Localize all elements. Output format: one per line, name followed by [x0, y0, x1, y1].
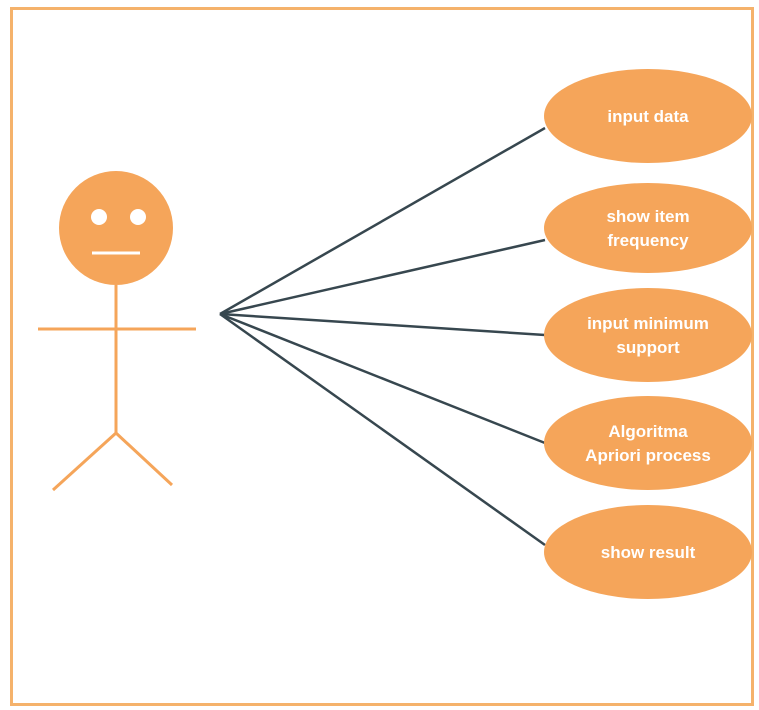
actor-head — [59, 171, 173, 285]
use-case-ellipse — [544, 505, 752, 599]
use-case-label: Algoritma — [608, 422, 688, 441]
use-case-input-data: input data — [544, 69, 752, 163]
use-case-ellipse — [544, 396, 752, 490]
connector-lines — [219, 126, 546, 547]
actor-left-eye — [91, 209, 107, 225]
connector-show-result — [219, 312, 546, 547]
use-case-ellipse — [544, 288, 752, 382]
connector-input-minimum-support — [219, 312, 546, 337]
use-case-show-result: show result — [544, 505, 752, 599]
use-case-label: show item — [606, 207, 689, 226]
use-case-label: Apriori process — [585, 446, 711, 465]
use-case-label: support — [616, 338, 680, 357]
connector-show-item-frequency — [219, 238, 546, 316]
use-case-ellipse — [544, 183, 752, 273]
use-case-input-minimum-support: input minimum support — [544, 288, 752, 382]
use-case-ellipse — [544, 69, 752, 163]
actor — [38, 171, 196, 492]
actor-right-leg — [114, 431, 174, 487]
use-cases: input data show item frequency input minimu… — [544, 69, 752, 599]
use-case-label: show result — [601, 543, 696, 562]
actor-right-eye — [130, 209, 146, 225]
actor-left-leg — [51, 431, 118, 492]
use-case-label: frequency — [607, 231, 689, 250]
use-case-show-item-frequency: show item frequency — [544, 183, 752, 273]
connector-algoritma-apriori-process — [219, 312, 546, 445]
use-case-label: input data — [607, 107, 689, 126]
use-case-label: input minimum — [587, 314, 709, 333]
connector-input-data — [219, 126, 546, 316]
